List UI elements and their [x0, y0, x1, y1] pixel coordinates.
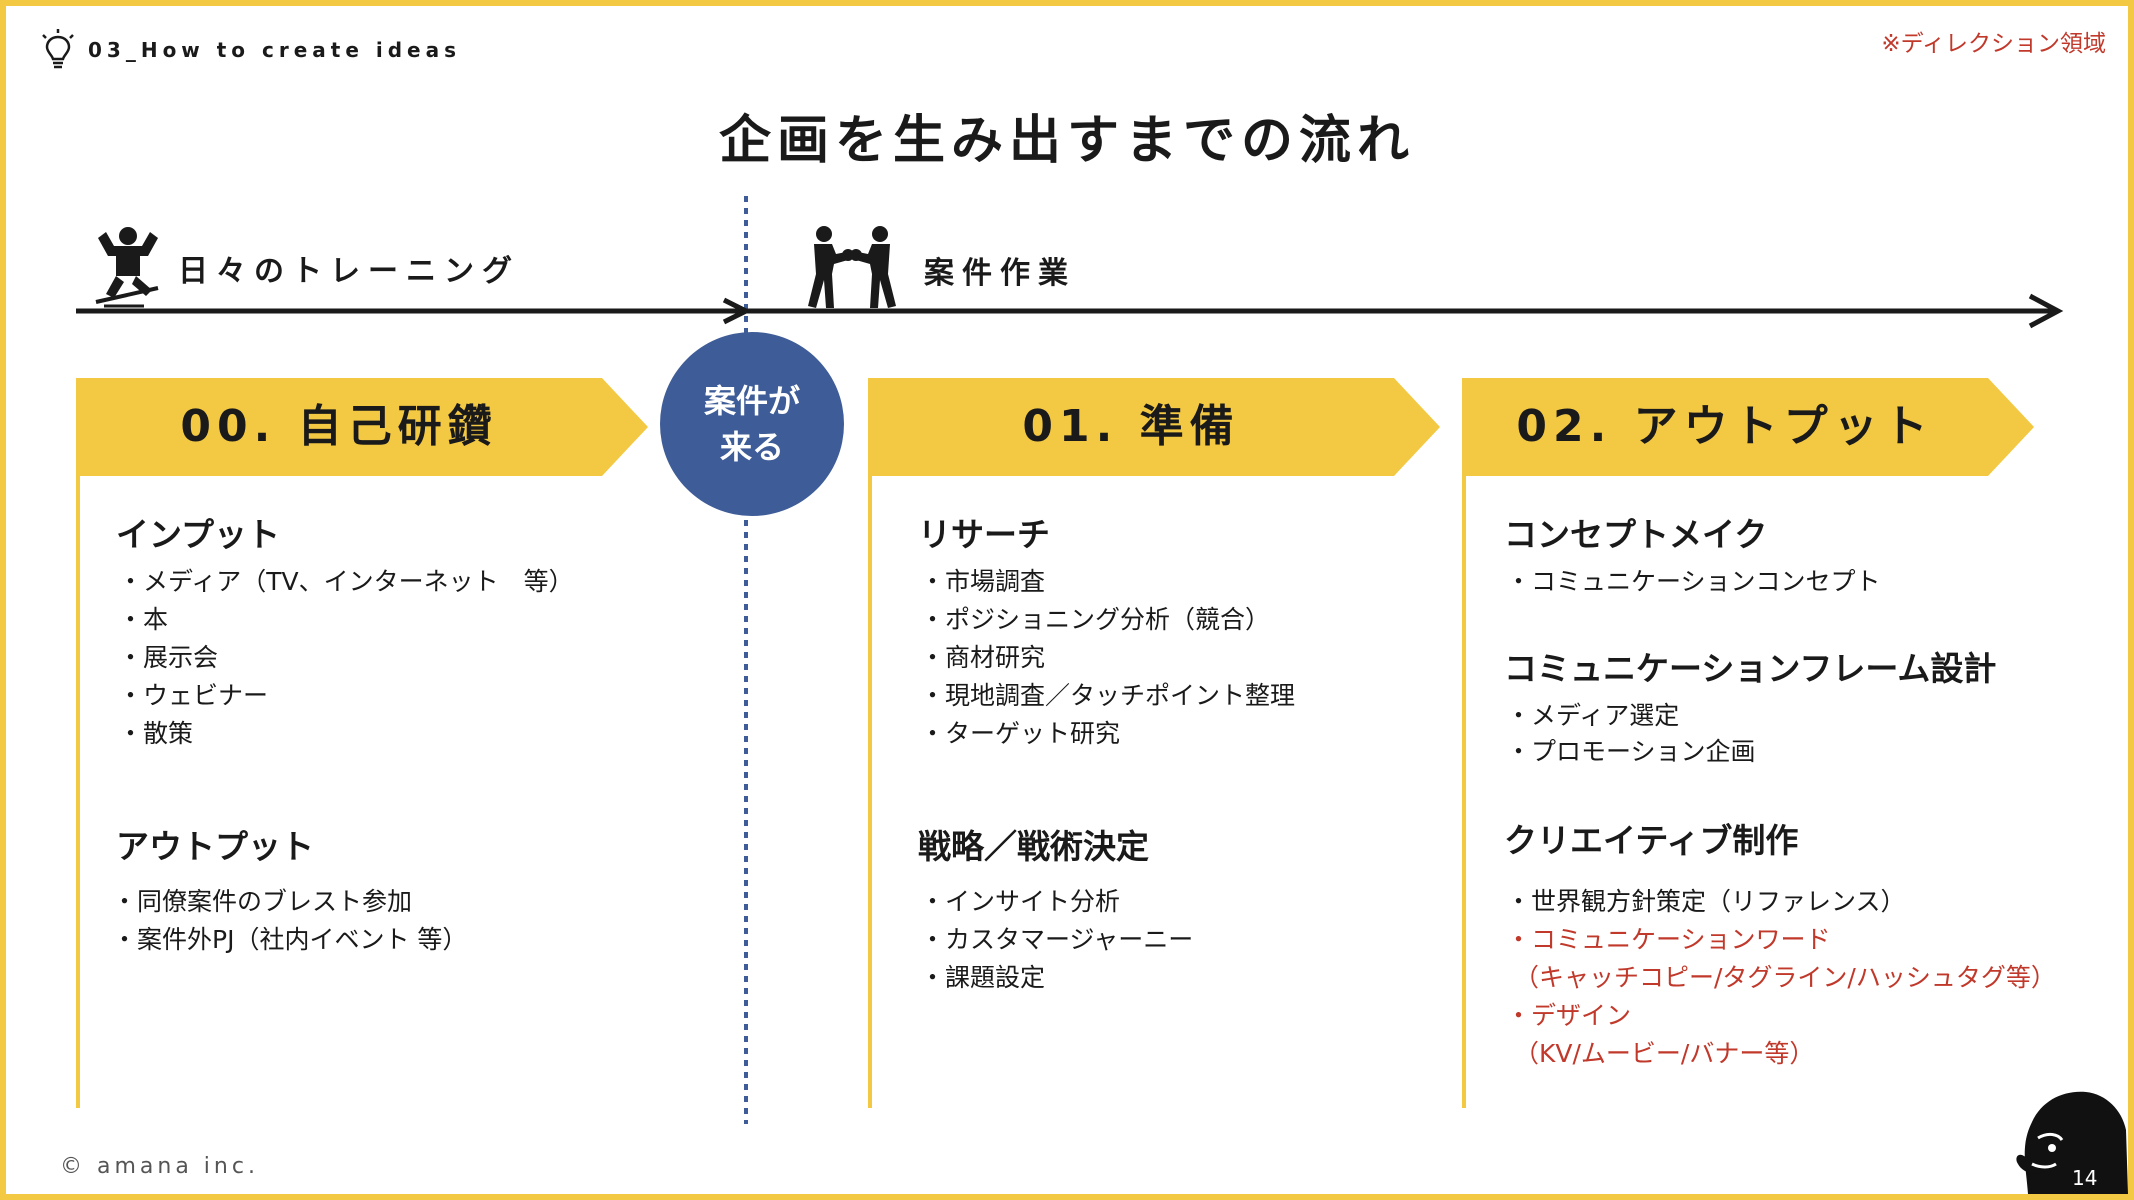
topic-label: 03_How to create ideas	[88, 38, 462, 62]
heading-creative: クリエイティブ制作	[1504, 821, 1799, 860]
list-item: ・商材研究	[920, 643, 1046, 672]
list-item: ・案件外PJ（社内イベント 等）	[112, 925, 468, 954]
banner-self-improvement: 00. 自己研鑽	[76, 378, 648, 476]
direction-note: ※ディレクション領域	[1881, 31, 2106, 57]
banner-preparation: 01. 準備	[868, 378, 1440, 476]
banner-title-output: 02. アウトプット	[1516, 401, 1934, 452]
banner-arrow-shape	[76, 378, 648, 476]
copyright: © amana inc.	[60, 1154, 259, 1179]
mid-arrow-head	[722, 297, 752, 325]
list-item-red: ・コミュニケーションワード	[1506, 925, 1831, 954]
list-item: ・プロモーション企画	[1506, 737, 1756, 766]
heading-research: リサーチ	[918, 515, 1050, 554]
column-line-output	[1462, 476, 1466, 1108]
heading-strategy: 戦略／戦術決定	[918, 827, 1149, 866]
slide-title: 企画を生み出すまでの流れ	[718, 111, 1415, 171]
banner-arrow-shape	[868, 378, 1440, 476]
list-item: ・本	[118, 605, 169, 634]
list-item: ・カスタマージャーニー	[920, 925, 1194, 954]
list-item: ・同僚案件のブレスト参加	[112, 887, 413, 916]
list-item: ・インサイト分析	[920, 887, 1121, 916]
banner-title-self: 00. 自己研鑽	[180, 401, 498, 452]
banner-title-prep: 01. 準備	[1022, 401, 1240, 452]
page-number: 14	[2072, 1166, 2098, 1190]
heading-frame: コミュニケーションフレーム設計	[1504, 649, 1997, 688]
phase-work-label: 案件作業	[924, 256, 1076, 291]
list-item: ・課題設定	[920, 963, 1046, 992]
list-item: ・散策	[118, 719, 194, 748]
list-item: ・現地調査／タッチポイント整理	[920, 681, 1296, 710]
list-item: ・ターゲット研究	[920, 719, 1121, 748]
training-person-icon	[95, 227, 159, 308]
banner-output: 02. アウトプット	[1462, 378, 2034, 476]
list-item: ・市場調査	[920, 567, 1046, 596]
list-item: ・ウェビナー	[118, 681, 269, 710]
list-item-red: ・デザイン	[1506, 1001, 1632, 1030]
heading-output: アウトプット	[116, 827, 314, 866]
column-line-prep	[868, 476, 872, 1108]
list-item: ・メディア（TV、インターネット 等）	[118, 567, 574, 596]
case-arrives-circle: 案件が 来る	[660, 332, 844, 516]
list-item: ・展示会	[118, 643, 219, 672]
list-item-red: （キャッチコピー/タグライン/ハッシュタグ等）	[1514, 963, 2056, 992]
phase-training-label: 日々のトレーニング	[178, 254, 520, 289]
heading-input: インプット	[116, 515, 281, 554]
list-item: ・メディア選定	[1506, 701, 1680, 730]
heading-concept: コンセプトメイク	[1504, 515, 1768, 554]
timeline-arrow-head	[2028, 293, 2064, 329]
list-item: ・世界観方針策定（リファレンス）	[1506, 887, 1906, 916]
list-item: ・コミュニケーションコンセプト	[1506, 567, 1881, 596]
list-item: ・ポジショニング分析（競合）	[920, 605, 1271, 634]
circle-line-2: 来る	[719, 428, 784, 466]
gorilla-logo-icon	[2016, 1091, 2128, 1194]
lightbulb-icon	[42, 29, 74, 69]
circle-line-1: 案件が	[703, 382, 800, 420]
boxing-icon	[808, 226, 896, 308]
banner-arrow-shape	[1462, 378, 2034, 476]
list-item-red: （KV/ムービー/バナー等）	[1514, 1039, 1815, 1068]
column-line-self	[76, 476, 80, 1108]
